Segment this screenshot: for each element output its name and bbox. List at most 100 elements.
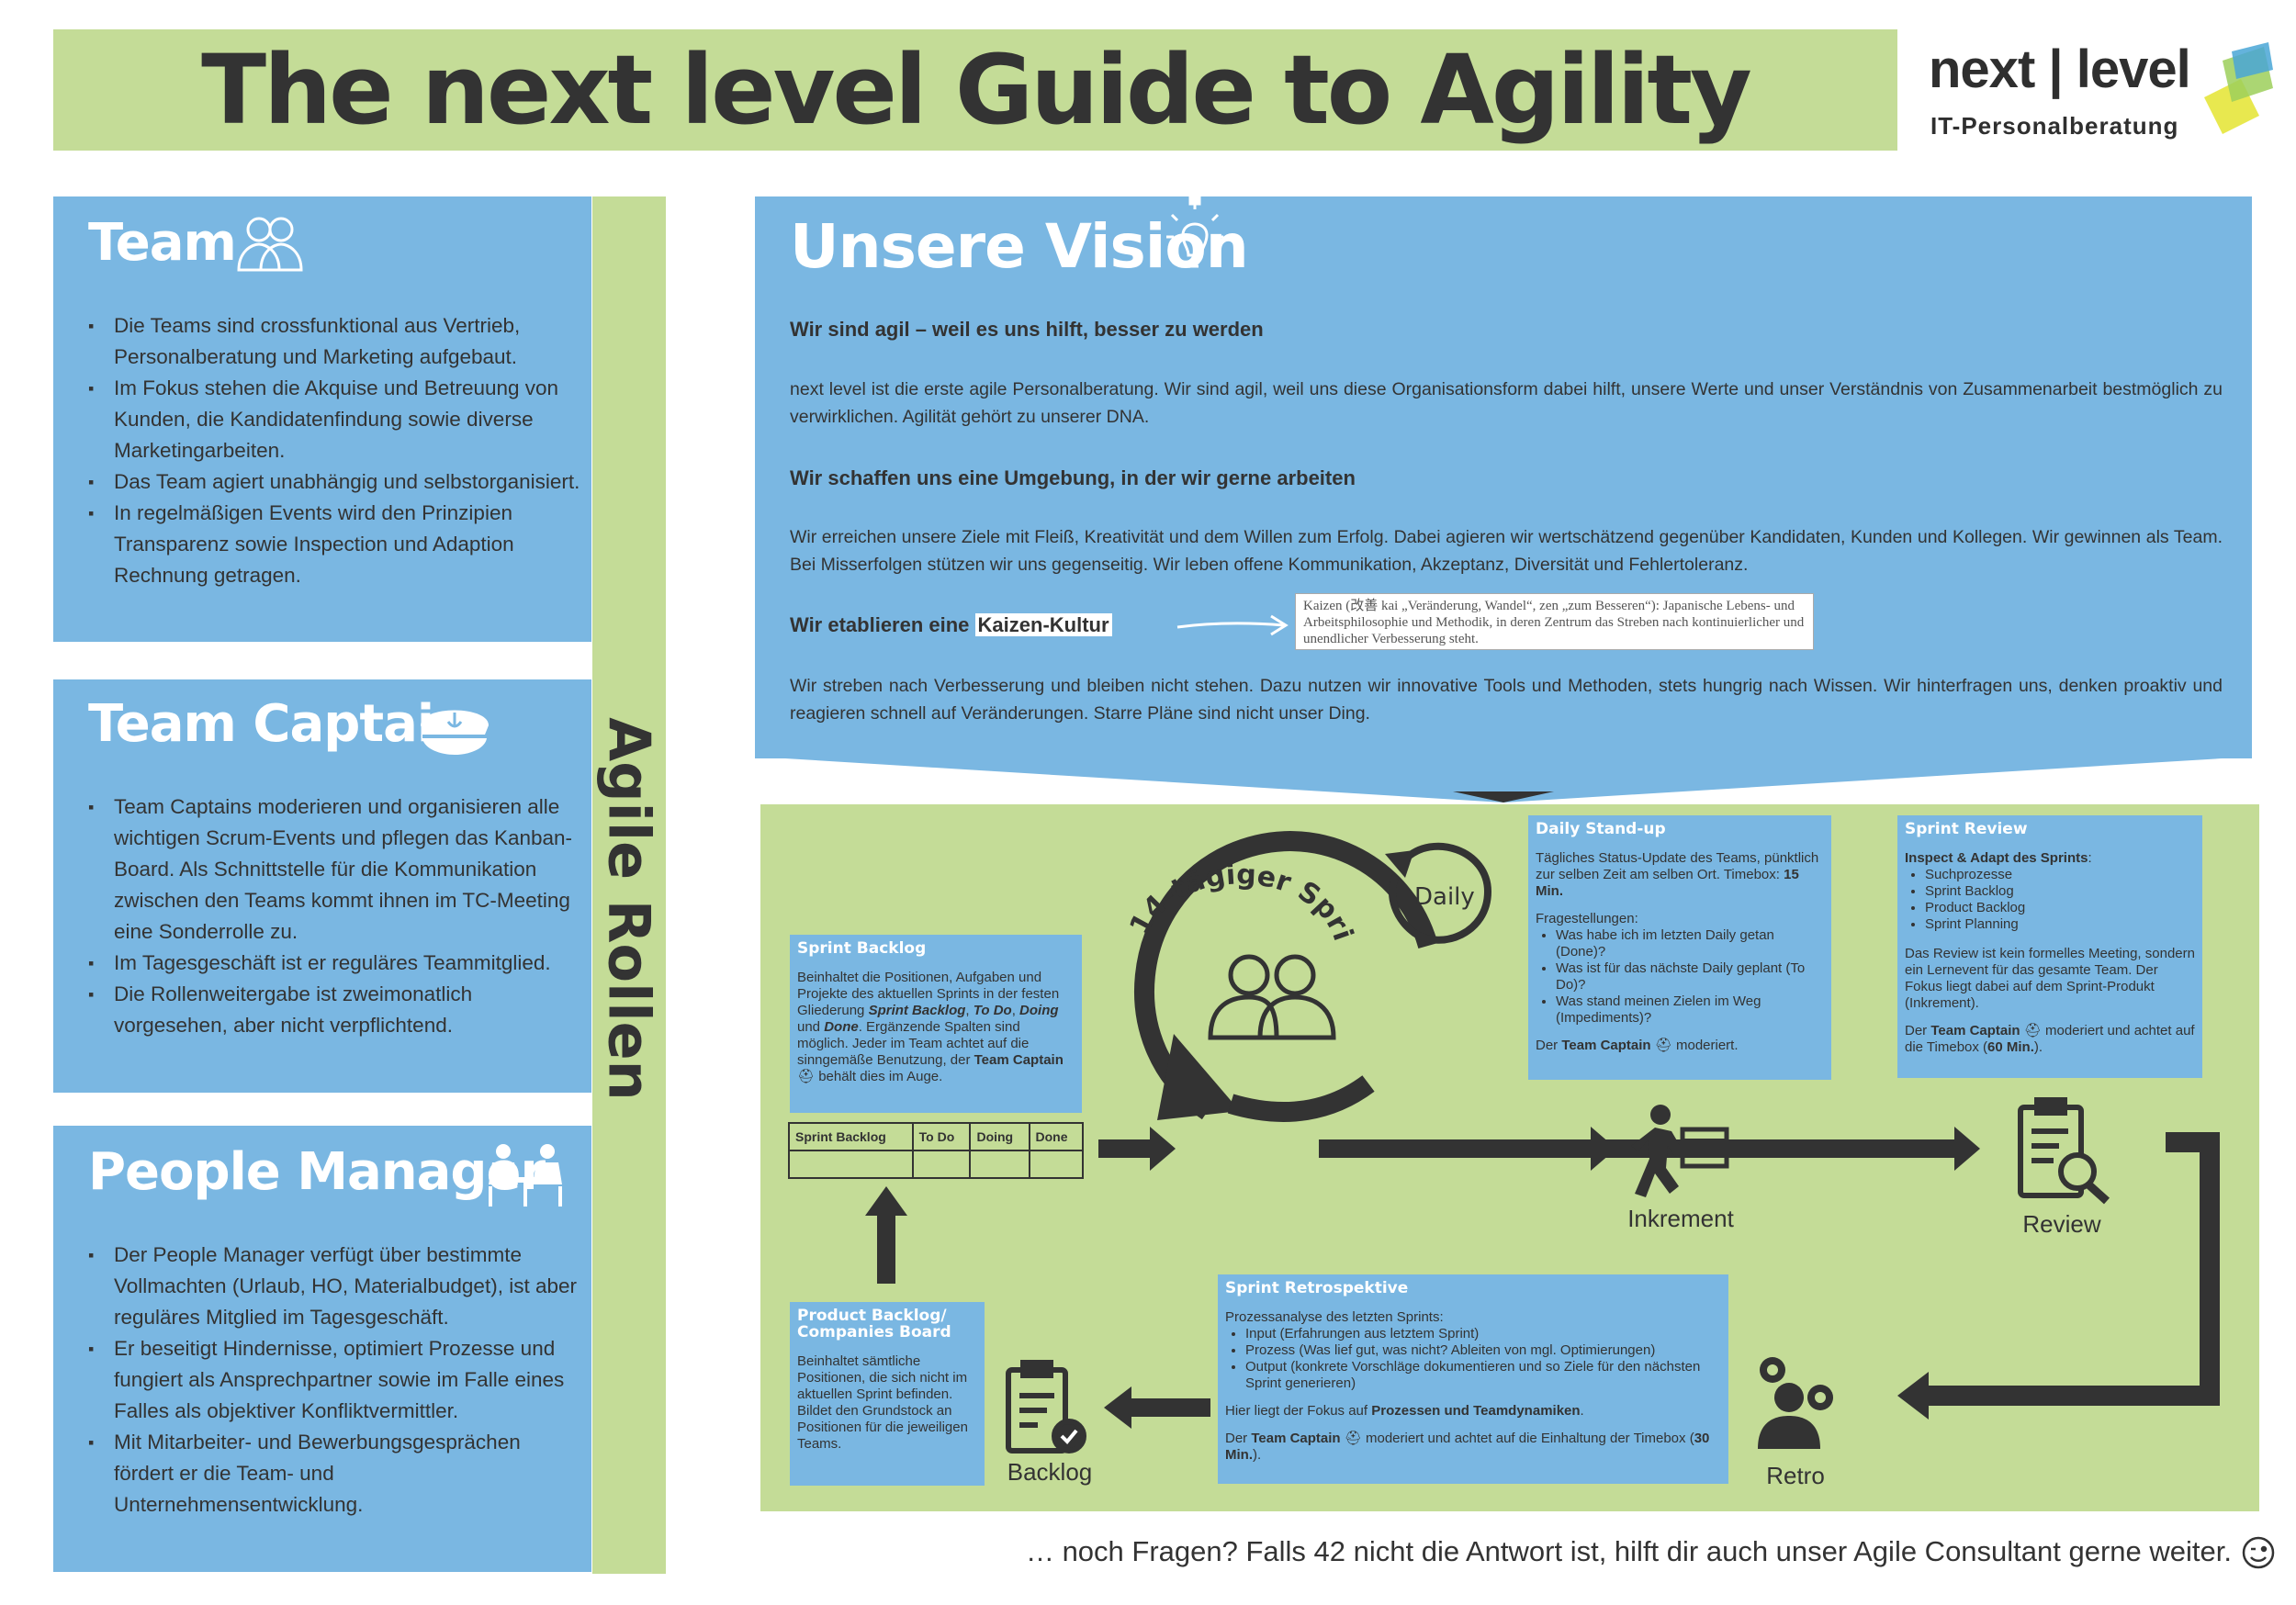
- vision-heading-environment: Wir schaffen uns eine Umgebung, in der w…: [790, 466, 1356, 489]
- text: moderiert und achtet auf die Einhaltung …: [1361, 1431, 1694, 1446]
- daily-cycle-icon: [1385, 842, 1492, 944]
- sprint-backlog-text: behält dies im Auge.: [815, 1069, 943, 1084]
- sprint-review-title: Sprint Review: [1905, 820, 2028, 838]
- sep: und: [797, 1019, 825, 1035]
- inspect-adapt-term: Inspect & Adapt des Sprints: [1905, 850, 2088, 866]
- list-item: Er beseitigt Hindernisse, optimiert Proz…: [88, 1333, 582, 1427]
- lightbulb-icon: [1166, 195, 1223, 268]
- sprint-review-footer: Der Team Captain ⛑ moderiert und achtet …: [1905, 1023, 2195, 1056]
- logo-wordmark: next | level: [1929, 39, 2191, 99]
- arrow-right-icon: [1176, 614, 1289, 636]
- svg-text:14-tägiger Sprint: 14-tägiger Sprint: [1125, 854, 1355, 945]
- retro-timebox: 30 Min.: [1225, 1431, 1710, 1463]
- list-item: Das Team agiert unabhängig und selbstorg…: [88, 466, 582, 498]
- questions-label: Fragestellungen:: [1536, 911, 1638, 926]
- sprint-review-box: Sprint Review Inspect & Adapt des Sprint…: [1897, 815, 2202, 1078]
- roles-spine: [592, 196, 666, 1574]
- text: Der: [1225, 1431, 1252, 1446]
- vision-text-agile: next level ist die erste agile Personalb…: [790, 379, 2223, 427]
- daily-standup-box: Daily Stand-up Tägliches Status-Update d…: [1528, 815, 1831, 1080]
- sprint-backlog-title: Sprint Backlog: [797, 939, 927, 958]
- team-captain-card: Team Captain Team Captains moderieren un…: [53, 679, 591, 1093]
- sprint-backlog-term: Sprint Backlog: [868, 1003, 966, 1018]
- kanban-cell: [788, 1150, 914, 1179]
- logo-subtitle: IT-Personalberatung: [1930, 112, 2179, 140]
- kaizen-heading-prefix: Wir etablieren eine: [790, 613, 970, 636]
- list-item: Im Fokus stehen die Akquise und Betreuun…: [88, 373, 582, 466]
- team-icon: [237, 217, 303, 272]
- text: moderiert.: [1671, 1038, 1739, 1053]
- vision-panel: [755, 196, 2252, 758]
- backlog-clipboard-icon: [1006, 1360, 1086, 1453]
- kanban-cell: [1028, 1150, 1084, 1179]
- inkrement-runner-icon: [1631, 1105, 1729, 1197]
- sprint-review-subtitle: Inspect & Adapt des Sprints:: [1905, 850, 2195, 867]
- focus-term: Prozessen und Teamdynamiken: [1371, 1403, 1581, 1419]
- kaizen-definition: Kaizen (改善 kai „Veränderung, Wandel“, ze…: [1295, 593, 1814, 650]
- vision-text-kaizen: Wir streben nach Verbesserung und bleibe…: [790, 676, 2223, 724]
- captain-hat-icon: ⛑: [2020, 1023, 2042, 1038]
- wink-smiley-icon: [2242, 1536, 2275, 1569]
- sprint-backlog-text: Beinhaltet die Positionen, Aufgaben und …: [797, 970, 1060, 1018]
- retro-intro: Prozessanalyse des letzten Sprints:: [1225, 1309, 1444, 1325]
- team-captain-list: Team Captains moderieren und organisiere…: [88, 791, 582, 1041]
- product-backlog-box: Product Backlog/ Companies Board Beinhal…: [790, 1302, 985, 1486]
- kanban-header: Sprint Backlog: [788, 1122, 914, 1151]
- sprint-arc-label: 14-tägiger Sprint: [1125, 854, 1355, 945]
- team-captain-term: Team Captain: [1561, 1038, 1651, 1053]
- retro-items: Input (Erfahrungen aus letztem Sprint) P…: [1225, 1326, 1721, 1392]
- roles-spine-label: Agile Rollen: [595, 717, 663, 1101]
- text: Der: [1905, 1023, 1931, 1038]
- list-item: Was stand meinen Zielen im Weg (Impedime…: [1556, 993, 1824, 1027]
- team-captain-term: Team Captain: [1251, 1431, 1341, 1446]
- team-captain-title: Team Captain: [88, 694, 470, 754]
- left-arrow-icon: [1104, 1386, 1210, 1429]
- list-item: Suchprozesse: [1925, 867, 2195, 883]
- text: :: [2088, 850, 2092, 866]
- daily-standup-title: Daily Stand-up: [1536, 820, 1666, 838]
- kanban-cell: [969, 1150, 1030, 1179]
- vision-chevron: [755, 757, 2252, 802]
- product-backlog-text: Beinhaltet sämtliche Positionen, die sic…: [797, 1353, 968, 1452]
- page-title: The next level Guide to Agility: [201, 34, 1752, 146]
- text: .: [1580, 1403, 1584, 1419]
- vision-heading-kaizen: Wir etablieren eine Kaizen-Kultur: [790, 613, 1112, 637]
- captain-hat-icon: [421, 710, 489, 755]
- done-term: Done: [824, 1019, 859, 1035]
- logo-mark-icon: [2204, 42, 2273, 134]
- text: moderiert und achtet auf die Timebox (: [1905, 1023, 2195, 1055]
- daily-standup-footer: Der Team Captain ⛑ moderiert.: [1536, 1038, 1824, 1054]
- vision-heading-agile: Wir sind agil – weil es uns hilft, besse…: [790, 318, 1264, 341]
- team-card: Team Die Teams sind crossfunktional aus …: [53, 196, 591, 642]
- todo-term: To Do: [973, 1003, 1012, 1018]
- sprint-backlog-box: Sprint Backlog Beinhaltet die Positionen…: [790, 935, 1082, 1113]
- text: ).: [2033, 1039, 2043, 1055]
- review-items: Suchprozesse Sprint Backlog Product Back…: [1905, 867, 2195, 933]
- list-item: Die Teams sind crossfunktional aus Vertr…: [88, 310, 582, 373]
- review-to-retro-arrow: [1897, 1132, 2220, 1420]
- vision-text-environment: Wir erreichen unsere Ziele mit Fleiß, Kr…: [790, 527, 2223, 575]
- list-item: Der People Manager verfügt über bestimmt…: [88, 1240, 582, 1333]
- captain-hat-icon: ⛑: [797, 1069, 816, 1084]
- daily-label: Daily: [1414, 883, 1475, 911]
- sprint-retro-box: Sprint Retrospektive Prozessanalyse des …: [1218, 1274, 1728, 1484]
- vision-title: Unsere Vision: [790, 211, 1249, 282]
- retro-label: Retro: [1766, 1462, 1825, 1489]
- text: Hier liegt der Fokus auf: [1225, 1403, 1372, 1419]
- footer-text: … noch Fragen? Falls 42 nicht die Antwor…: [1025, 1535, 2232, 1567]
- kanban-header: Done: [1028, 1122, 1084, 1151]
- list-item: Die Rollenweitergabe ist zweimonatlich v…: [88, 979, 582, 1041]
- up-arrow-icon: [865, 1186, 907, 1284]
- sep: ,: [965, 1003, 974, 1018]
- sprint-retro-title: Sprint Retrospektive: [1225, 1279, 1409, 1297]
- kanban-header: To Do: [911, 1122, 972, 1151]
- team-captain-term: Team Captain: [1930, 1023, 2020, 1038]
- captain-hat-icon: ⛑: [1340, 1431, 1362, 1446]
- sprint-backlog-text: . Ergänzende Spalten sind möglich. Jeder…: [797, 1019, 1030, 1068]
- list-item: Sprint Backlog: [1925, 883, 2195, 900]
- people-manager-title: People Manager: [88, 1142, 546, 1202]
- list-item: In regelmäßigen Events wird den Prinzipi…: [88, 498, 582, 591]
- people-manager-list: Der People Manager verfügt über bestimmt…: [88, 1240, 582, 1521]
- retro-footer: Der Team Captain ⛑ moderiert und achtet …: [1225, 1431, 1721, 1464]
- retro-focus: Hier liegt der Fokus auf Prozessen und T…: [1225, 1403, 1721, 1420]
